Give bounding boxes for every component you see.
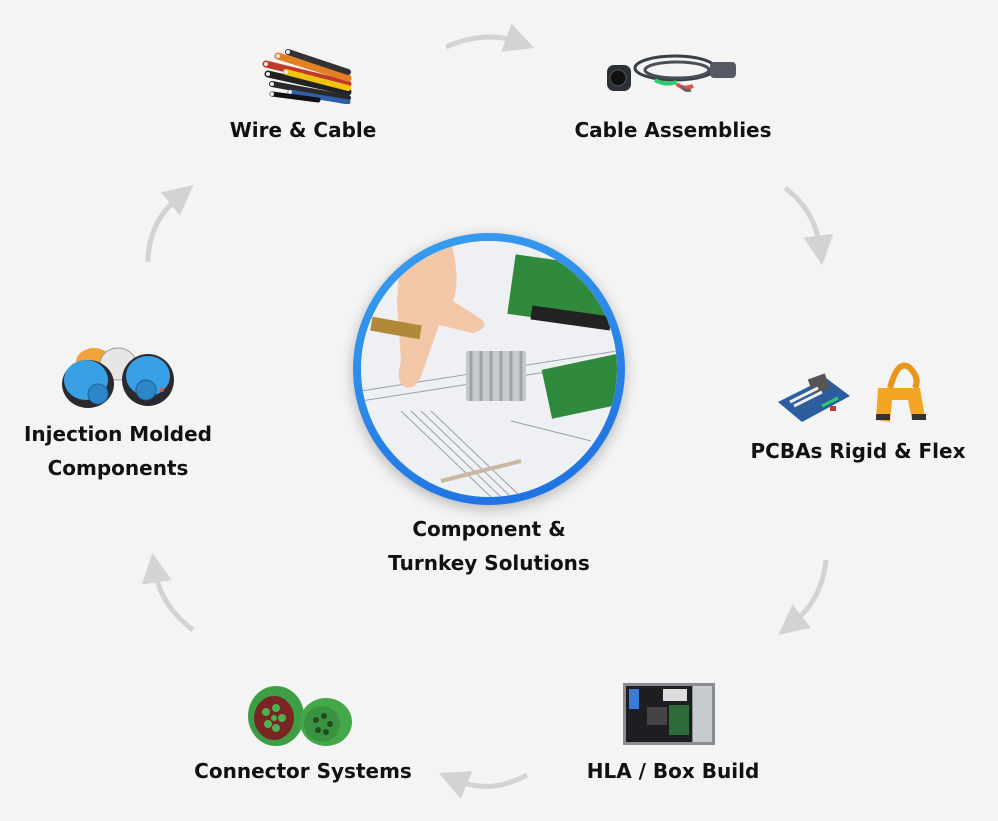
node-hla-box-build-label: HLA / Box Build — [586, 759, 760, 783]
arrow-right-upper — [783, 185, 834, 266]
center-label: Component & Turnkey Solutions — [388, 512, 590, 580]
arrow-right-lower — [778, 559, 829, 635]
node-injection-molded-label-line2: Components — [47, 456, 189, 480]
center-label-line1: Component & — [412, 517, 566, 541]
center-image-ring — [353, 233, 625, 505]
pcb-board-image — [776, 368, 852, 424]
center-photo — [361, 241, 617, 497]
wire-bundle-image — [258, 44, 353, 105]
arrow-top — [445, 23, 535, 52]
computer-chassis-image — [623, 681, 715, 747]
flex-circuit-image — [870, 358, 935, 424]
arrow-bottom — [438, 771, 529, 799]
node-cable-assemblies-label: Cable Assemblies — [574, 118, 772, 142]
arrow-left-lower — [141, 552, 195, 632]
node-pcbas-label: PCBAs Rigid & Flex — [750, 439, 966, 463]
arrow-left-upper — [145, 184, 194, 263]
node-wire-cable-label: Wire & Cable — [229, 118, 377, 142]
cable-assembly-image — [605, 50, 740, 98]
molded-parts-image — [56, 346, 178, 412]
node-connector-systems-label: Connector Systems — [194, 759, 412, 783]
node-injection-molded-label: Injection Molded Components — [24, 417, 212, 485]
node-injection-molded-label-line1: Injection Molded — [23, 422, 213, 446]
green-connectors-image — [246, 684, 356, 748]
center-label-line2: Turnkey Solutions — [388, 551, 590, 575]
